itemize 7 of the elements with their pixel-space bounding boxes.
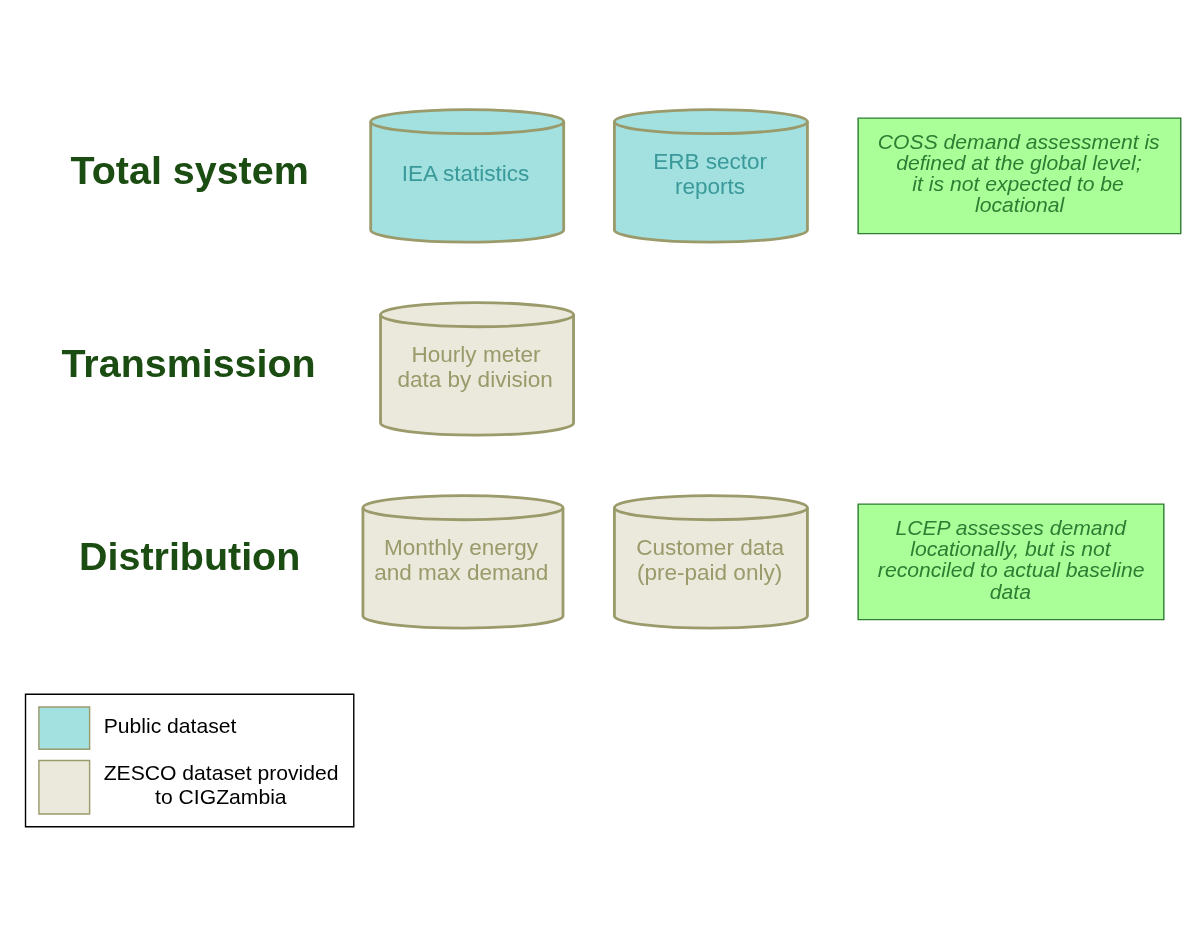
legend-label: Public dataset	[103, 714, 237, 738]
label: Distribution	[79, 534, 301, 579]
node-box: LCEP assesses demand locationally, but is not reconciled to actual baseline data	[857, 503, 1165, 621]
legend-label: ZESCO dataset provided to CIGZambia	[103, 761, 339, 809]
label: Transmission	[61, 341, 316, 386]
node-box: COSS demand assessment is defined at the global level; it is not expected to be locational	[857, 117, 1182, 235]
label: Total system	[70, 148, 309, 193]
